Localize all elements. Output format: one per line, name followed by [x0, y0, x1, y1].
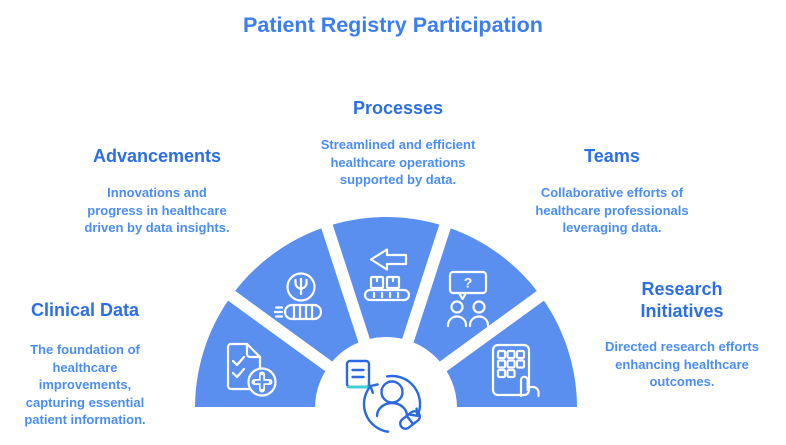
section-teams-heading: Teams: [584, 146, 640, 166]
section-teams: Teams Collaborative efforts of healthcar…: [512, 145, 712, 237]
section-clinical-data-body: The foundation of healthcare improvement…: [24, 342, 146, 427]
document-checklist-plus-icon: [226, 342, 277, 397]
section-advancements-heading: Advancements: [92, 146, 222, 166]
question-glyph: ?: [464, 275, 473, 291]
section-advancements: Advancements Innovations and progress in…: [57, 145, 257, 237]
section-research-initiatives-heading: Research Initiatives: [640, 279, 724, 321]
section-clinical-data-heading: Clinical Data: [30, 300, 140, 320]
segment-advancements: [232, 225, 361, 365]
section-processes: Processes Streamlined and efficient heal…: [298, 97, 498, 189]
section-teams-body: Collaborative efforts of healthcare prof…: [535, 185, 689, 235]
section-processes-body: Streamlined and efficient healthcare ope…: [320, 137, 476, 187]
conveyor-return-arrow-icon: [363, 248, 411, 302]
section-research-initiatives-body: Directed research efforts enhancing heal…: [605, 339, 759, 389]
section-advancements-body: Innovations and progress in healthcare d…: [84, 185, 230, 235]
question-bubble-people-icon: ?: [446, 270, 490, 328]
psi-medication-strip-icon: [273, 272, 323, 321]
pill-icon: [399, 410, 421, 430]
segment-research-initiatives: [444, 297, 580, 409]
tablet-keypad-hand-icon: [491, 343, 540, 398]
segment-teams: [411, 225, 540, 365]
section-processes-heading: Processes: [352, 98, 444, 118]
page-title: Patient Registry Participation: [243, 13, 543, 37]
section-clinical-data: Clinical Data The foundation of healthca…: [0, 299, 170, 429]
patient-record-cycle-pill-icon: [345, 359, 422, 433]
section-research-initiatives: Research Initiatives Directed research e…: [582, 278, 782, 391]
